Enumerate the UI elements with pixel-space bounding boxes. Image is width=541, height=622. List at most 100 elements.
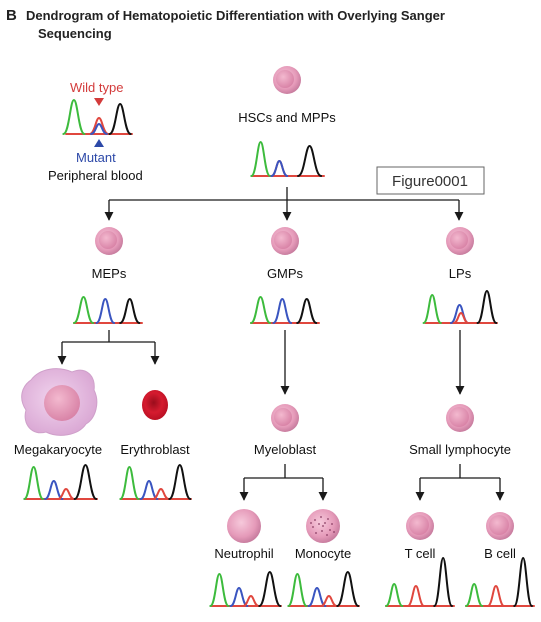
figure-title-line-1: Dendrogram of Hematopoietic Differentiat… (26, 8, 445, 23)
erythroblast-node: Erythroblast (119, 390, 192, 500)
monocyte-granule (327, 518, 329, 520)
lp-nucleus (450, 231, 468, 249)
t-cell-node: T cell (385, 512, 455, 607)
megakaryocyte-node: Megakaryocyte (14, 368, 102, 500)
monocyte-granule (324, 522, 326, 524)
legend-mutant-label: Mutant (76, 150, 116, 165)
trace-peak-black (433, 556, 453, 607)
lp-node: LPs (422, 227, 498, 324)
trace-peak-blue (44, 479, 64, 500)
trace-peak-blue (272, 297, 293, 324)
monocyte-label: Monocyte (295, 546, 351, 561)
mep-nucleus (99, 231, 117, 249)
lp-trace (422, 289, 498, 324)
neutrophil-label: Neutrophil (214, 546, 273, 561)
myeloblast-label: Myeloblast (254, 442, 317, 457)
small-lymphocyte-node: Small lymphocyte (409, 404, 511, 457)
lp-label: LPs (449, 266, 472, 281)
figure-tag-text: Figure0001 (392, 173, 468, 190)
monocyte-granule (310, 522, 312, 524)
monocyte-granule (320, 516, 322, 518)
small-lymphocyte-label: Small lymphocyte (409, 442, 511, 457)
legend-wild-type-label: Wild type (70, 80, 123, 95)
trace-peak-black (476, 289, 498, 324)
trace-peak-green (287, 572, 308, 607)
monocyte-node: Monocyte (287, 509, 360, 607)
mep-label: MEPs (92, 266, 127, 281)
erythroblast-label: Erythroblast (120, 442, 190, 457)
legend: Wild type Mutant Peripheral blood (48, 80, 143, 183)
connectors-level-2 (57, 330, 465, 395)
erythroblast-cell (142, 390, 168, 420)
gmp-node: GMPs (250, 227, 320, 324)
trace-peak-black (119, 297, 141, 324)
mep-trace (73, 295, 143, 324)
trace-peak-green (209, 572, 230, 607)
trace-peak-black (168, 463, 192, 500)
legend-source-label: Peripheral blood (48, 168, 143, 183)
trace-peak-black (336, 570, 360, 607)
trace-peak-green (465, 582, 484, 607)
panel-letter: B (6, 7, 17, 24)
trace-peak-green (62, 98, 86, 135)
monocyte-trace (287, 570, 360, 607)
neutrophil-node: Neutrophil (209, 509, 282, 607)
trace-peak-blue (270, 159, 289, 177)
trace-peak-green (385, 582, 404, 607)
monocyte-granule (321, 530, 323, 532)
hsc-label: HSCs and MPPs (238, 110, 336, 125)
trace-peak-red (152, 487, 170, 500)
figure-title-line-2: Sequencing (38, 26, 112, 41)
trace-peak-blue (90, 122, 108, 135)
megakaryocyte-nucleus (44, 385, 80, 421)
trace-peak-black (73, 463, 98, 500)
b-cell-node: B cell (465, 512, 535, 607)
monocyte-granule (326, 534, 328, 536)
trace-peak-green (422, 293, 442, 324)
trace-peak-green (250, 140, 271, 177)
myeloblast-nucleus (274, 408, 292, 426)
monocyte-granules (310, 516, 335, 536)
myeloblast-node: Myeloblast (254, 404, 317, 457)
trace-peak-blue (95, 297, 116, 324)
trace-peak-red (406, 584, 426, 607)
figure-tag: Figure0001 (376, 166, 485, 195)
trace-peak-red (242, 594, 260, 607)
trace-peak-black (108, 102, 132, 135)
monocyte-granule (331, 523, 333, 525)
mutant-marker-icon (94, 139, 104, 147)
b-cell-trace (465, 556, 535, 607)
t-cell-label: T cell (405, 546, 436, 561)
trace-peak-black (296, 297, 318, 324)
megakaryocyte-trace (23, 463, 98, 500)
wild-type-marker-icon (94, 98, 104, 106)
trace-peak-blue (229, 586, 249, 607)
monocyte-granule (314, 519, 316, 521)
mep-node: MEPs (73, 227, 143, 324)
monocyte-granule (333, 531, 335, 533)
gmp-nucleus (274, 231, 292, 249)
erythroblast-trace (119, 463, 192, 500)
trace-peak-red (88, 116, 110, 135)
monocyte-granule (318, 523, 320, 525)
trace-peak-green (23, 465, 44, 500)
trace-peak-red (486, 584, 506, 607)
trace-peak-blue (139, 479, 159, 500)
figure-tag-box (376, 166, 485, 195)
legend-trace (62, 98, 133, 135)
connectors-level-3 (239, 464, 505, 501)
b-cell-label: B cell (484, 546, 516, 561)
trace-peak-black (513, 556, 533, 607)
trace-peak-green (119, 465, 140, 500)
trace-peak-black (297, 144, 323, 177)
t-cell-nucleus (409, 515, 429, 535)
gmp-trace (250, 295, 320, 324)
megakaryocyte-label: Megakaryocyte (14, 442, 102, 457)
trace-peak-red (57, 487, 75, 500)
trace-peak-green (73, 295, 95, 324)
trace-peak-red (320, 594, 338, 607)
monocyte-granule (312, 526, 314, 528)
hsc-node: HSCs and MPPs (238, 66, 336, 177)
trace-peak-red (452, 311, 470, 324)
